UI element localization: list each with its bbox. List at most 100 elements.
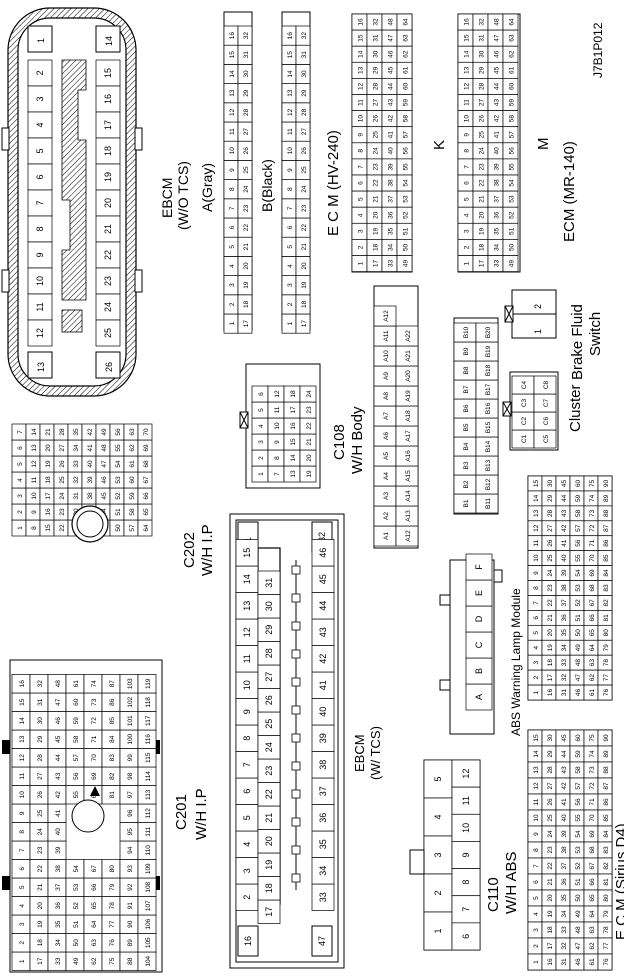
sirius-pin: 17 — [541, 669, 557, 686]
ecm-mr140-connector-k: 1615141312111098765432132313029282726252… — [351, 13, 413, 273]
sirius-pin: 23 — [541, 841, 557, 859]
svg-text:42: 42 — [561, 782, 568, 790]
c108-pin: 14 — [283, 449, 301, 467]
svg-text:6: 6 — [533, 880, 540, 884]
ecm-mr-pin: 64 — [502, 13, 519, 31]
c201-pin: 117 — [137, 711, 157, 731]
svg-text:14: 14 — [104, 36, 114, 46]
svg-text:77: 77 — [603, 674, 610, 682]
c201-pin: 96 — [119, 803, 139, 823]
sirius-pin: 74 — [583, 490, 599, 507]
sirius-pin: 76 — [597, 953, 613, 971]
c110-pin: 7 — [451, 895, 481, 924]
svg-text:7: 7 — [19, 848, 26, 852]
c201-pin: 86 — [101, 692, 121, 712]
svg-text:99: 99 — [127, 754, 134, 762]
svg-text:15: 15 — [533, 479, 540, 487]
c108-pin: 7 — [267, 465, 285, 483]
ecm-hv-pin: 16 — [223, 25, 239, 46]
svg-text:3: 3 — [358, 229, 365, 233]
c202-pin: 13 — [25, 439, 41, 457]
sirius-pin: 38 — [555, 580, 571, 596]
c108-pin: 19 — [299, 465, 317, 483]
svg-text:39: 39 — [318, 733, 328, 743]
c202-label: C202 — [181, 532, 198, 568]
sirius-pin: 39 — [555, 825, 571, 843]
sirius-pin: 62 — [583, 669, 599, 686]
svg-text:56: 56 — [509, 147, 516, 155]
svg-text:20: 20 — [479, 211, 486, 219]
ebcm1-pin: 2 — [27, 59, 53, 87]
svg-text:34: 34 — [55, 939, 62, 947]
svg-text:7: 7 — [533, 601, 540, 605]
sirius-pin: 88 — [597, 505, 613, 522]
sirius-pin: 71 — [583, 535, 599, 552]
svg-text:7: 7 — [242, 762, 252, 767]
sirius-pin: 9 — [527, 565, 543, 581]
c108-pin: 5 — [251, 401, 269, 419]
ecm-mr-pin: 59 — [502, 94, 519, 111]
ecm-sirius-d4-connector-lower: 1514131211109876543213029282726252423222… — [527, 729, 613, 971]
ecm-mr-pin: 39 — [487, 158, 504, 176]
sirius-pin: 56 — [569, 793, 585, 811]
svg-text:10: 10 — [229, 147, 236, 155]
ecm-mr-pin: 56 — [502, 142, 519, 160]
ecm-hv-pin: 30 — [237, 64, 253, 84]
sirius-pin: 44 — [555, 490, 571, 507]
svg-text:27: 27 — [37, 772, 44, 780]
ecm-hv-pin: 22 — [237, 217, 253, 238]
svg-text:34: 34 — [561, 644, 568, 652]
sirius-pin: 84 — [597, 825, 613, 843]
svg-text:18: 18 — [290, 390, 297, 398]
svg-text:51: 51 — [115, 508, 122, 516]
svg-text:5: 5 — [19, 885, 26, 889]
c201-pin: 56 — [65, 766, 85, 786]
c201-pin: 107 — [137, 896, 157, 916]
c201-label: C201 — [173, 794, 190, 830]
sirius-pin: 25 — [541, 809, 557, 827]
ebcm2-pin: 14 — [235, 565, 259, 593]
ecm-mr-pin: 36 — [487, 206, 504, 224]
svg-text:10: 10 — [274, 422, 281, 430]
svg-text:A9: A9 — [383, 372, 390, 380]
c202-pin: 34 — [67, 439, 83, 457]
c202-pin: 15 — [39, 519, 55, 537]
svg-text:74: 74 — [589, 750, 596, 758]
sirius-pin: 66 — [583, 610, 599, 626]
c202-pin: 4 — [11, 471, 27, 489]
ebcm2-pin: 12 — [235, 618, 259, 646]
svg-text:2: 2 — [533, 675, 540, 679]
ebcm2-pin: 34 — [311, 857, 335, 885]
svg-text:38: 38 — [55, 865, 62, 873]
sirius-pin: 88 — [597, 761, 613, 779]
ebcm2-key-nub — [291, 565, 301, 575]
svg-text:20: 20 — [243, 262, 250, 270]
sirius-pin: 73 — [583, 761, 599, 779]
svg-text:2: 2 — [242, 895, 252, 900]
ecm-mr-pin: 47 — [487, 29, 504, 47]
ebcm2-pin: 5 — [235, 804, 259, 832]
ecm-hv-pin: 12 — [281, 102, 297, 123]
svg-text:51: 51 — [73, 920, 80, 928]
svg-text:1: 1 — [19, 959, 26, 963]
svg-text:9: 9 — [242, 709, 252, 714]
sirius-pin: 37 — [555, 857, 571, 875]
sirius-pin: 89 — [597, 745, 613, 763]
ecm-hv-pin: 16 — [281, 25, 297, 46]
svg-text:8: 8 — [31, 526, 38, 530]
svg-text:45: 45 — [388, 66, 395, 74]
ecm-mr-pin: 24 — [366, 142, 383, 160]
svg-text:B14: B14 — [485, 440, 492, 452]
c201-pin: 2 — [11, 933, 31, 953]
ebcm2-pin: 25 — [257, 711, 281, 736]
svg-text:112: 112 — [145, 808, 152, 819]
svg-text:19: 19 — [37, 920, 44, 928]
svg-text:5: 5 — [533, 896, 540, 900]
ecm-mr-pin: 1 — [457, 255, 474, 272]
a-row-pin: A20 — [395, 365, 419, 387]
svg-text:28: 28 — [264, 648, 274, 658]
c202-pin: 54 — [109, 455, 125, 473]
sirius-pin: 35 — [555, 624, 571, 641]
svg-text:27: 27 — [301, 128, 308, 136]
c202-pin: 12 — [25, 455, 41, 473]
